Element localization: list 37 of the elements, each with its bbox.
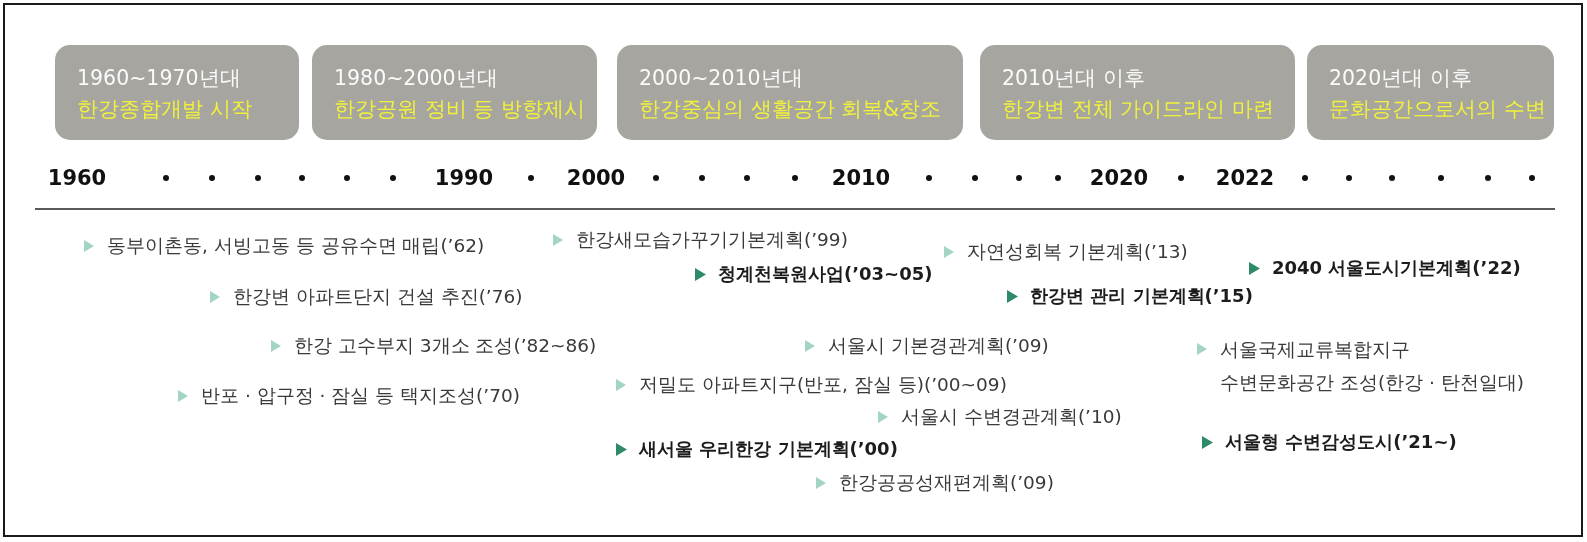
period-box (55, 45, 299, 140)
period-box (1307, 45, 1554, 140)
period-box (312, 45, 597, 140)
theme-label: 한강변 전체 가이드라인 마련 (1002, 96, 1274, 123)
event-text: 서울시 기본경관계획(’09) (828, 335, 1049, 357)
year-label: 1960 (47, 165, 107, 192)
event-text: 반포 · 압구정 · 잠실 등 택지조성(’70) (201, 385, 520, 407)
event-text: 한강새모습가꾸기기본계획(’99) (576, 229, 848, 251)
event-text: 서울시 수변경관계획(’10) (901, 406, 1122, 428)
event-text: 2040 서울도시기본계획(’22) (1272, 257, 1521, 279)
theme-label: 문화공간으로서의 수변 (1329, 96, 1546, 123)
event-text: 저밀도 아파트지구(반포, 잠실 등)(’00~09) (639, 374, 1007, 396)
period-label: 2020년대 이후 (1329, 65, 1472, 92)
event-text: 한강공공성재편계획(’09) (839, 472, 1054, 494)
event-text: 청계천복원사업(’03~05) (718, 263, 933, 285)
year-label: 2000 (566, 165, 626, 192)
event-text: 서울국제교류복합지구 수변문화공간 조성(한강 · 탄천일대) (1220, 337, 1524, 395)
event-text: 한강변 관리 기본계획(’15) (1030, 285, 1253, 307)
event-text: 자연성회복 기본계획(’13) (967, 241, 1188, 263)
year-label: 2022 (1215, 165, 1275, 192)
event-text: 새서울 우리한강 기본계획(’00) (639, 438, 898, 460)
period-label: 1980~2000년대 (334, 65, 498, 92)
theme-label: 한강중심의 생활공간 회복&창조 (639, 96, 942, 123)
period-label: 2000~2010년대 (639, 65, 803, 92)
year-label: 1990 (434, 165, 494, 192)
period-label: 2010년대 이후 (1002, 65, 1145, 92)
period-box (617, 45, 963, 140)
event-text: 서울형 수변감성도시(’21~) (1225, 431, 1457, 453)
event-text: 동부이촌동, 서빙고동 등 공유수면 매립(’62) (107, 235, 485, 257)
year-label: 2020 (1089, 165, 1149, 192)
event-text: 한강 고수부지 3개소 조성(’82~86) (294, 335, 597, 357)
period-box (980, 45, 1295, 140)
theme-label: 한강공원 정비 등 방향제시 (334, 96, 585, 123)
year-label: 2010 (831, 165, 891, 192)
theme-label: 한강종합개발 시작 (77, 96, 252, 123)
event-text: 한강변 아파트단지 건설 추진(’76) (233, 286, 523, 308)
period-label: 1960~1970년대 (77, 65, 241, 92)
